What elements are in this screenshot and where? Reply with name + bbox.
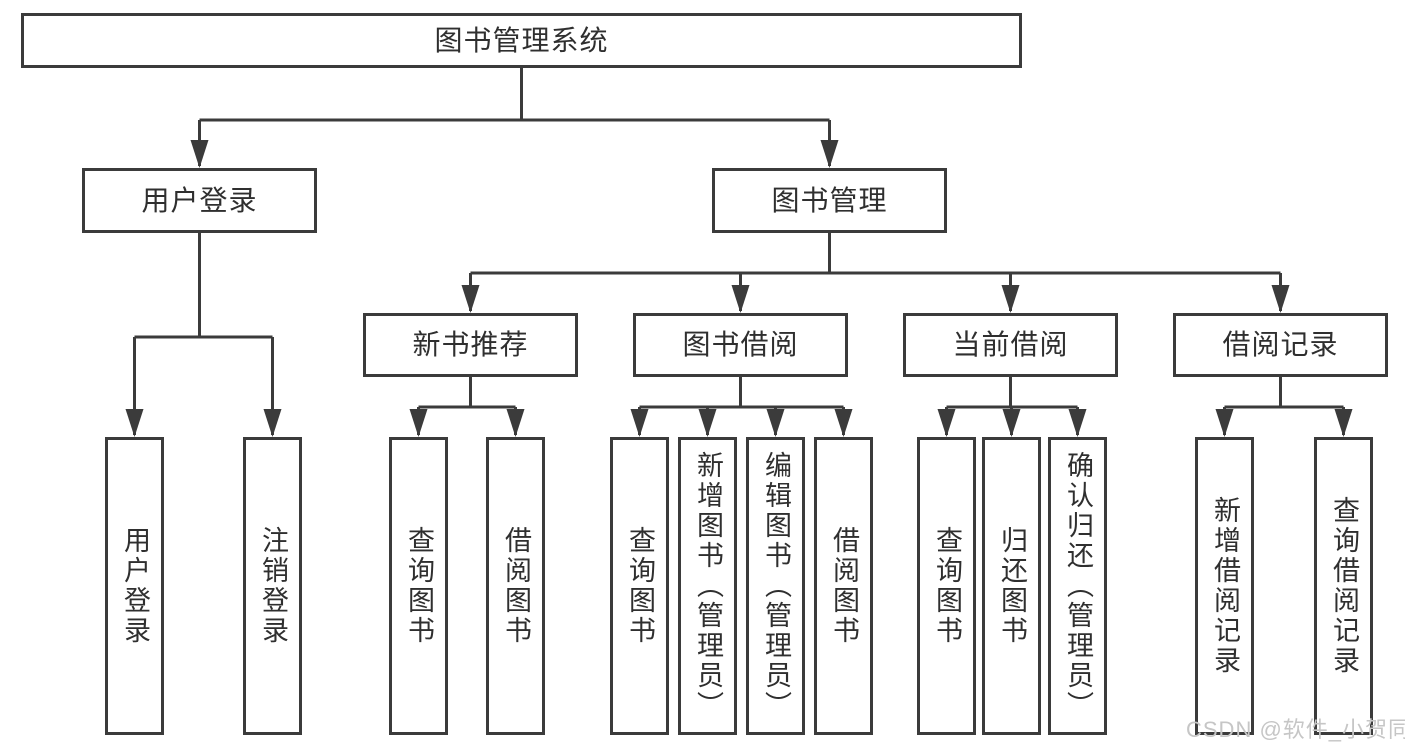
leaf-bb-query-books: 查询图书 [610, 437, 669, 735]
node-book-borrowing: 图书借阅 [633, 313, 848, 377]
node-current-borrowing: 当前借阅 [903, 313, 1118, 377]
leaf-nbr-borrow-books: 借阅图书 [486, 437, 545, 735]
leaf-nbr-query-books: 查询图书 [389, 437, 448, 735]
node-user-login: 用户登录 [82, 168, 317, 233]
csdn-watermark: CSDN @软件_小贺同学 [1186, 717, 1405, 742]
leaf-cb-query-books: 查询图书 [917, 437, 976, 735]
leaf-bb-edit-books-admin: 编辑图书（管理员） [746, 437, 805, 735]
branch-bars [134, 68, 1344, 409]
leaf-user-login: 用户登录 [105, 437, 164, 735]
leaf-br-add-borrow-record: 新增借阅记录 [1195, 437, 1254, 735]
node-book-management: 图书管理 [712, 168, 947, 233]
leaf-bb-add-books-admin: 新增图书（管理员） [678, 437, 737, 735]
leaf-br-query-borrow-record: 查询借阅记录 [1314, 437, 1373, 735]
leaf-logout-login: 注销登录 [243, 437, 302, 735]
leaf-cb-confirm-return-admin: 确认归还（管理员） [1048, 437, 1107, 735]
leaf-bb-borrow-books: 借阅图书 [814, 437, 873, 735]
node-new-book-recommendation: 新书推荐 [363, 313, 578, 377]
node-root-library-management-system: 图书管理系统 [21, 13, 1022, 68]
connector-group [125, 68, 1353, 437]
leaf-cb-return-books: 归还图书 [982, 437, 1041, 735]
node-borrowing-records: 借阅记录 [1173, 313, 1388, 377]
